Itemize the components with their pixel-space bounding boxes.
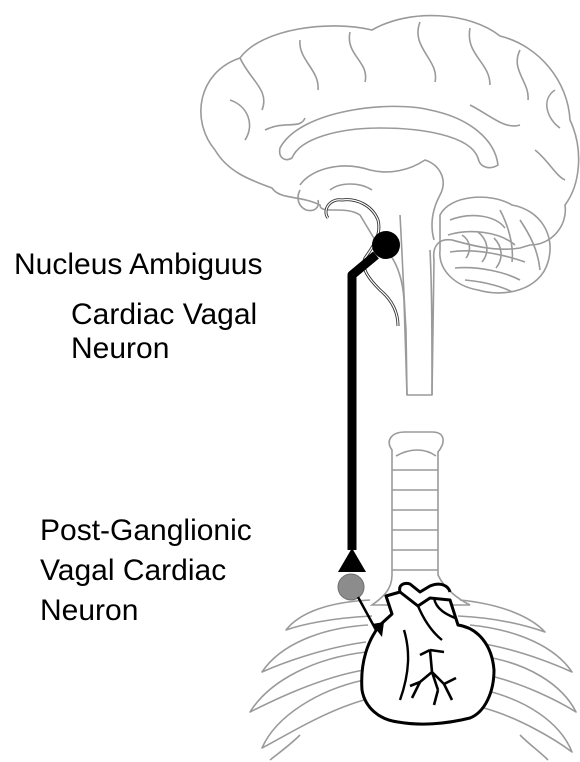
cerebellum (440, 197, 550, 293)
corpus-callosum (280, 106, 498, 167)
heart-body (362, 592, 494, 724)
rib-right-1 (458, 600, 545, 632)
label-cardiac-vagal-neuron: Neuron (71, 332, 169, 366)
cardiac-vagal-neuron (338, 231, 400, 572)
cerebrum-outline (201, 16, 579, 395)
label-post-ganglionic: Post-Ganglionic (40, 514, 252, 548)
brainstem (400, 215, 432, 395)
thalamus (300, 160, 443, 240)
rib-left-2 (262, 625, 368, 672)
trachea (372, 432, 470, 605)
ganglion-soma (338, 574, 364, 600)
rib-lower-right (520, 735, 548, 760)
label-cardiac-vagal: Cardiac Vagal (71, 298, 257, 332)
rib-left-3 (250, 652, 366, 712)
aorta (400, 583, 450, 592)
rib-left-4 (262, 680, 364, 748)
nucleus-ambiguus-soma (372, 231, 400, 259)
label-vagal-cardiac: Vagal Cardiac (40, 554, 226, 588)
neuron-neck (352, 255, 376, 550)
label-post-ganglionic-neuron: Neuron (40, 594, 138, 628)
label-nucleus-ambiguus: Nucleus Ambiguus (14, 248, 262, 282)
rib-lower-left (270, 735, 300, 760)
axon-terminal (338, 548, 366, 572)
brain (201, 16, 579, 395)
